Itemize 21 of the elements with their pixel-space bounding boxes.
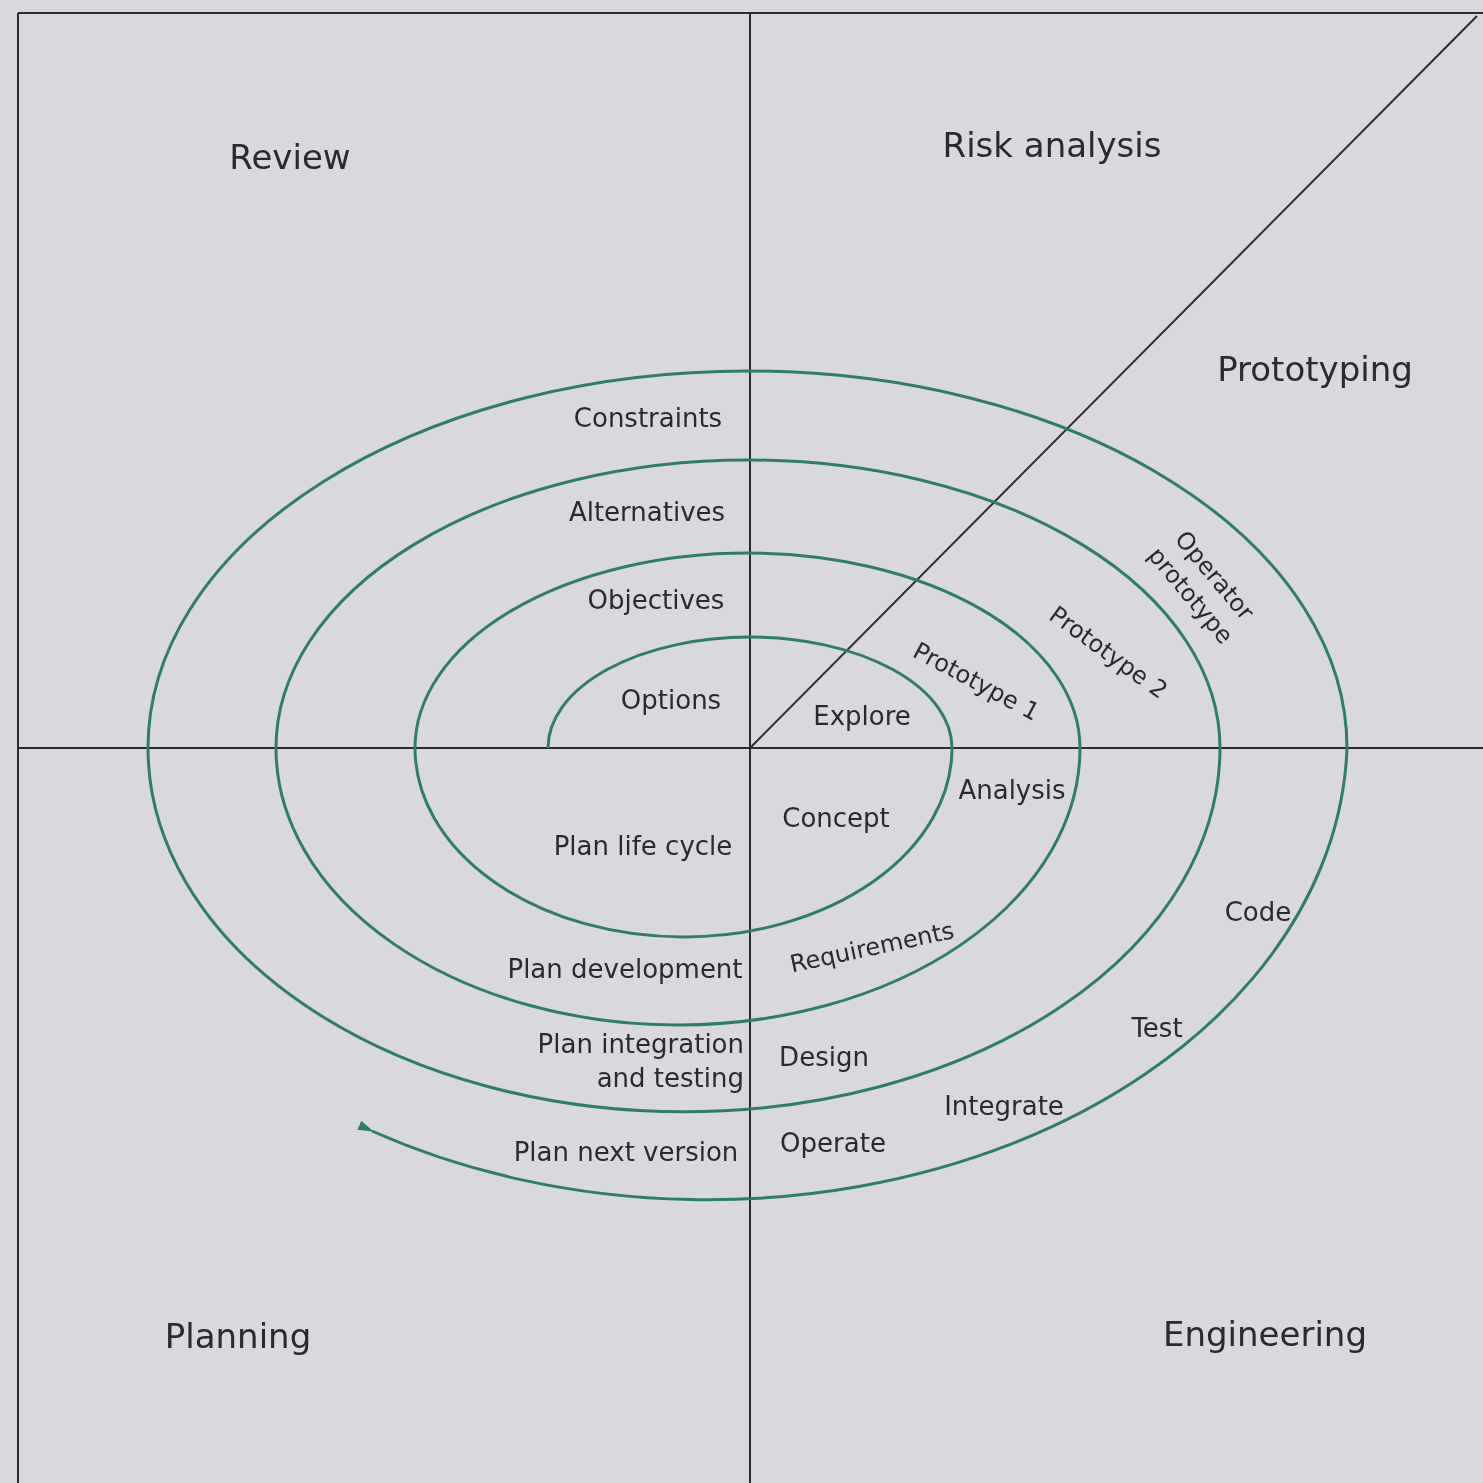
phase-label: Explore	[813, 700, 911, 734]
quadrant-title: Prototyping	[1217, 347, 1413, 391]
quadrant-title: Planning	[164, 1314, 312, 1358]
phase-label: Objectives	[587, 584, 725, 618]
phase-label: Plan integration and testing	[536, 1028, 744, 1095]
phase-label: Constraints	[573, 402, 723, 436]
phase-label: Design	[779, 1041, 869, 1075]
phase-label: Code	[1224, 896, 1292, 930]
phase-label: Concept	[782, 802, 890, 836]
phase-label: Options	[620, 684, 722, 718]
quadrant-title: Engineering	[1163, 1312, 1367, 1356]
phase-label: Plan next version	[513, 1136, 739, 1170]
phase-label: Alternatives	[568, 496, 726, 530]
phase-label: Test	[1131, 1012, 1183, 1046]
phase-label: Plan development	[507, 953, 743, 987]
phase-label: Analysis	[958, 774, 1066, 808]
phase-label: Integrate	[944, 1090, 1064, 1124]
phase-label: Operate	[780, 1127, 886, 1161]
quadrant-title: Risk analysis	[942, 123, 1162, 167]
quadrant-title: Review	[229, 135, 351, 179]
phase-label: Plan life cycle	[553, 830, 733, 864]
